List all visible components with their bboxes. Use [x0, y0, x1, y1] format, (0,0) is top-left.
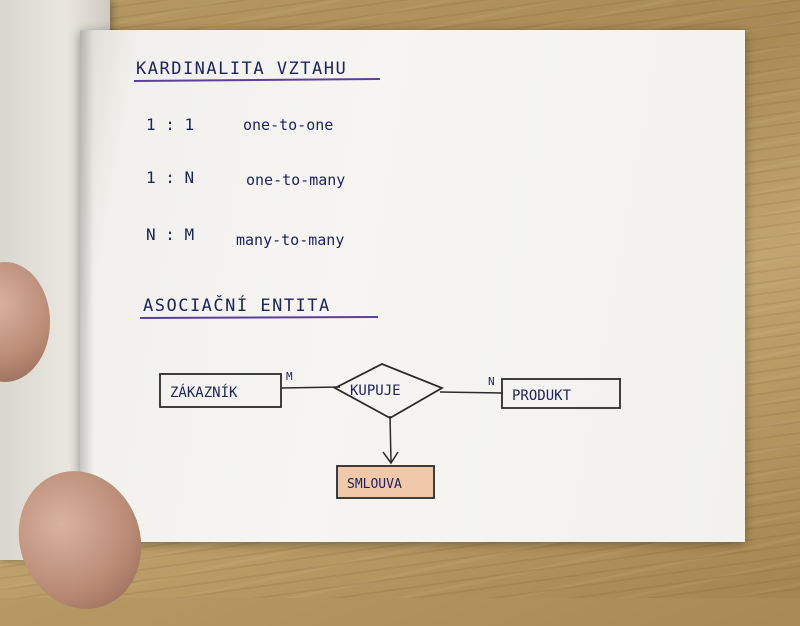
relationship-kupuje-label: KUPUJE: [350, 383, 401, 399]
ratio-1-n: 1 : N: [146, 168, 194, 187]
arrow-line: [389, 415, 392, 463]
relationship-kupuje-diamond: [333, 363, 445, 420]
desc-one-to-many: one-to-many: [246, 171, 345, 189]
page-spine-shadow: [80, 30, 94, 542]
line-right: [439, 391, 504, 394]
entity-zakaznik-label: ZÁKAZNÍK: [170, 384, 238, 401]
arrow-head: [382, 451, 399, 465]
entity-smlouva-label: SMLOUVA: [347, 477, 402, 492]
handwritten-notes: KARDINALITA VZTAHU 1 : 1 one-to-one 1 : …: [133, 59, 621, 499]
desc-one-to-one: one-to-one: [243, 116, 333, 134]
card-m: M: [286, 370, 293, 383]
ratio-n-m: N : M: [146, 225, 194, 244]
entity-zakaznik-box: [159, 373, 282, 408]
entity-produkt-label: PRODUKT: [512, 388, 572, 404]
notebook-page: [80, 30, 745, 542]
heading-kardinalita: KARDINALITA VZTAHU: [136, 59, 347, 79]
heading-underline: [133, 78, 381, 82]
desc-many-to-many: many-to-many: [236, 231, 344, 249]
entity-smlouva-box: [336, 465, 435, 499]
line-left: [280, 386, 341, 389]
heading2-underline: [139, 316, 379, 319]
card-n: N: [488, 375, 495, 388]
ratio-1-1: 1 : 1: [146, 115, 194, 134]
heading-asociacni: ASOCIAČNÍ ENTITA: [143, 294, 331, 316]
entity-produkt-box: [501, 378, 621, 409]
